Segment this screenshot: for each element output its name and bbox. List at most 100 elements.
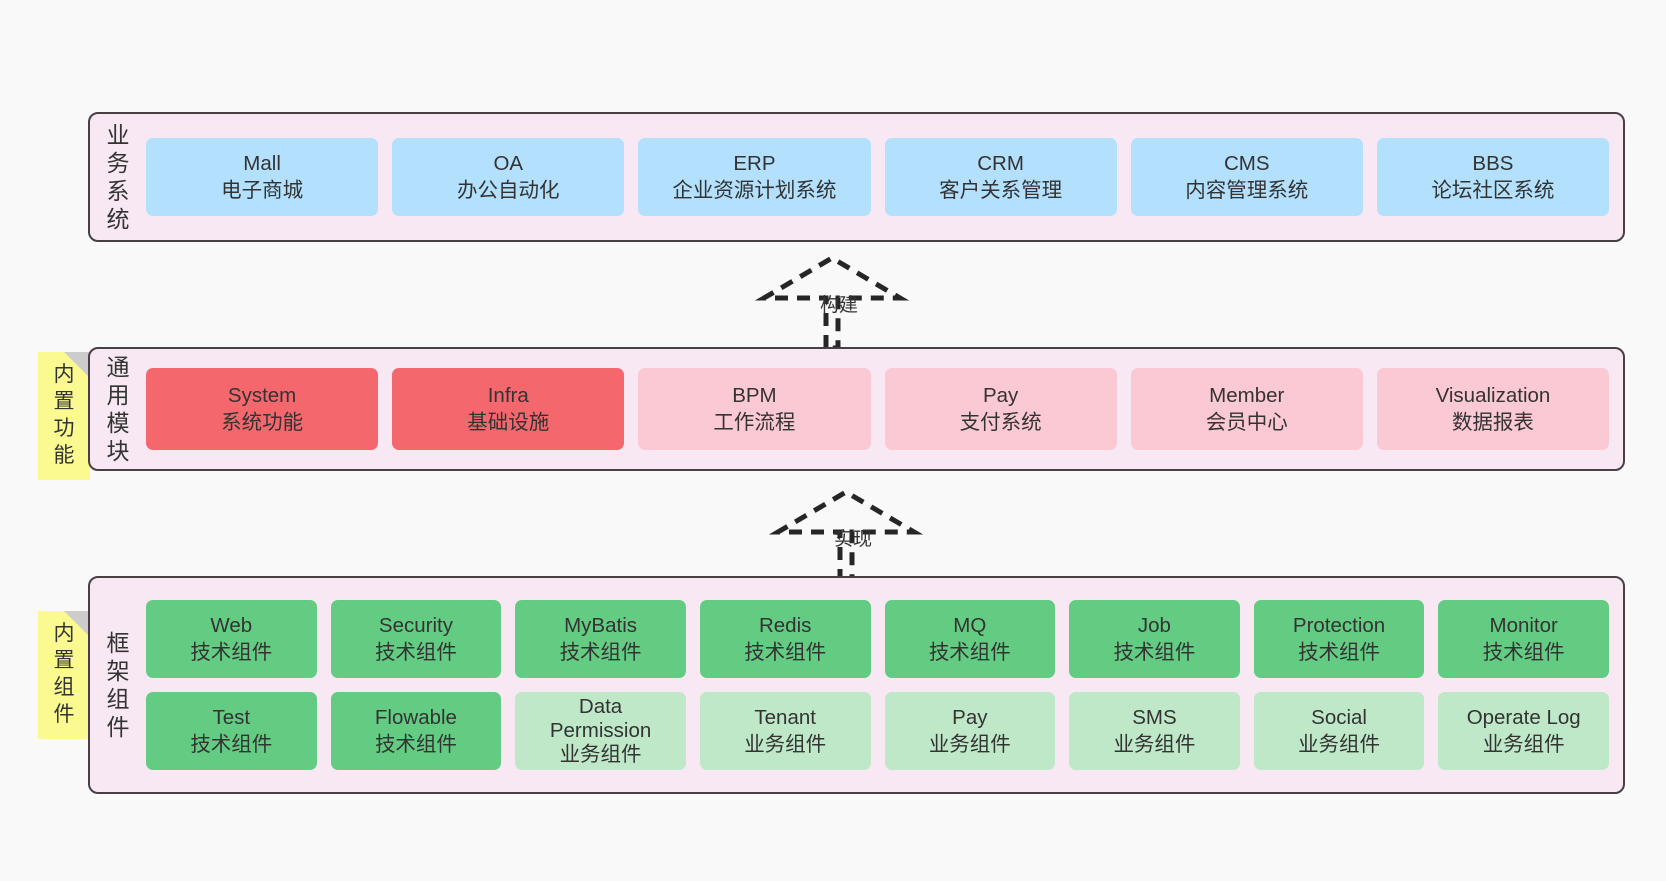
card-row: Web 技术组件 Security 技术组件 MyBatis 技术组件 Redi… (146, 600, 1609, 678)
note-char: 置 (53, 649, 75, 673)
card-title: BBS (1472, 151, 1514, 175)
note-fold-icon (64, 611, 90, 637)
card-title: Social (1311, 705, 1367, 729)
card-subtitle: 数据报表 (1451, 411, 1534, 434)
card-subtitle: 支付系统 (959, 411, 1042, 434)
card-title: Monitor (1489, 613, 1558, 637)
layer-business-system-label: 业 务 系 统 (90, 121, 146, 233)
label-char: 业 (106, 121, 130, 148)
card-subtitle: 技术组件 (374, 733, 457, 756)
layer-framework-components: 框 架 组 件 Web 技术组件 Security 技术组件 MyBatis 技… (88, 576, 1625, 794)
card-subtitle: 业务组件 (559, 743, 642, 767)
card-pay[interactable]: Pay 支付系统 (884, 368, 1117, 450)
card-security[interactable]: Security 技术组件 (330, 600, 502, 678)
card-infra[interactable]: Infra 基础设施 (392, 368, 625, 450)
card-title: Infra (487, 383, 529, 407)
card-oa[interactable]: OA 办公自动化 (392, 138, 625, 216)
card-erp[interactable]: ERP 企业资源计划系统 (638, 138, 871, 216)
card-title: Member (1209, 383, 1285, 407)
card-subtitle: 办公自动化 (457, 179, 560, 202)
note-char: 功 (53, 417, 75, 440)
card-subtitle: 会员中心 (1205, 411, 1288, 434)
card-visualization[interactable]: Visualization 数据报表 (1376, 368, 1610, 450)
card-title: OA (493, 151, 524, 175)
card-subtitle: 技术组件 (1482, 641, 1565, 664)
card-subtitle: 业务组件 (1482, 733, 1565, 756)
card-flowable[interactable]: Flowable 技术组件 (330, 692, 502, 770)
card-sms[interactable]: SMS 业务组件 (1069, 692, 1240, 770)
card-title: CMS (1223, 151, 1270, 175)
card-title: Mall (243, 151, 281, 175)
card-row: Test 技术组件 Flowable 技术组件 Data Permission … (146, 692, 1609, 770)
card-subtitle: 技术组件 (190, 641, 273, 664)
card-title: Data (578, 694, 623, 718)
note-char: 件 (53, 702, 75, 726)
card-title: CRM (977, 151, 1024, 175)
card-crm[interactable]: CRM 客户关系管理 (884, 138, 1117, 216)
label-char: 模 (106, 410, 130, 436)
card-title: Web (210, 613, 253, 637)
card-row: Mall 电子商城 OA 办公自动化 ERP 企业资源计划系统 CRM 客户关系… (146, 138, 1610, 216)
card-mybatis[interactable]: MyBatis 技术组件 (515, 600, 686, 678)
card-title: System (227, 383, 297, 407)
card-redis[interactable]: Redis 技术组件 (699, 600, 871, 678)
card-row: System 系统功能 Infra 基础设施 BPM 工作流程 Pay 支付系统… (146, 368, 1610, 450)
card-job[interactable]: Job 技术组件 (1069, 600, 1240, 678)
realize-arrow-label: 实现 (834, 529, 873, 550)
build-arrow-shape (754, 255, 910, 351)
label-char: 框 (106, 629, 130, 656)
card-monitor[interactable]: Monitor 技术组件 (1438, 600, 1609, 678)
card-social[interactable]: Social 业务组件 (1253, 692, 1425, 770)
label-char: 务 (106, 149, 130, 176)
card-member[interactable]: Member 会员中心 (1130, 368, 1363, 450)
card-mq[interactable]: MQ 技术组件 (884, 600, 1056, 678)
layer-business-system: 业 务 系 统 Mall 电子商城 OA 办公自动化 ERP 企业资源计划系统 (88, 112, 1625, 242)
card-bpm[interactable]: BPM 工作流程 (638, 368, 871, 450)
card-subtitle: 技术组件 (190, 733, 273, 756)
card-mall[interactable]: Mall 电子商城 (146, 138, 379, 216)
note-char: 置 (53, 390, 75, 414)
layer-business-system-body: Mall 电子商城 OA 办公自动化 ERP 企业资源计划系统 CRM 客户关系… (146, 114, 1623, 240)
card-pay-biz[interactable]: Pay 业务组件 (884, 692, 1056, 770)
card-data-permission[interactable]: Data Permission 业务组件 (515, 692, 686, 770)
label-char: 通 (106, 353, 130, 380)
card-web[interactable]: Web 技术组件 (146, 600, 317, 678)
card-title-cont: Permission (549, 718, 652, 742)
layer-framework-components-body: Web 技术组件 Security 技术组件 MyBatis 技术组件 Redi… (146, 578, 1623, 792)
realize-arrow: 实现 (766, 486, 926, 586)
card-test[interactable]: Test 技术组件 (146, 692, 317, 770)
card-protection[interactable]: Protection 技术组件 (1253, 600, 1425, 678)
card-subtitle: 内容管理系统 (1185, 179, 1309, 202)
builtin-component-note: 内 置 组 件 (38, 611, 90, 739)
card-subtitle: 技术组件 (1298, 641, 1381, 664)
card-title: Operate Log (1466, 705, 1581, 729)
label-char: 统 (106, 206, 130, 233)
card-subtitle: 业务组件 (744, 733, 827, 756)
card-cms[interactable]: CMS 内容管理系统 (1130, 138, 1363, 216)
card-title: Tenant (754, 705, 816, 729)
card-title: Redis (758, 613, 812, 637)
card-bbs[interactable]: BBS 论坛社区系统 (1376, 138, 1610, 216)
card-subtitle: 技术组件 (1113, 641, 1196, 664)
card-subtitle: 企业资源计划系统 (672, 179, 837, 202)
card-system[interactable]: System 系统功能 (146, 368, 379, 450)
label-char: 块 (106, 438, 130, 465)
card-subtitle: 论坛社区系统 (1431, 179, 1555, 202)
card-title: MyBatis (564, 613, 638, 637)
card-subtitle: 技术组件 (928, 641, 1011, 664)
card-tenant[interactable]: Tenant 业务组件 (699, 692, 871, 770)
layer-framework-components-label: 框 架 组 件 (90, 629, 146, 741)
note-fold-icon (64, 352, 90, 378)
card-operate-log[interactable]: Operate Log 业务组件 (1438, 692, 1609, 770)
label-char: 系 (106, 178, 130, 204)
note-char: 能 (53, 443, 75, 467)
card-subtitle: 技术组件 (374, 641, 457, 664)
label-char: 架 (106, 657, 130, 684)
card-subtitle: 业务组件 (928, 733, 1011, 756)
card-title: MQ (953, 613, 987, 637)
card-subtitle: 业务组件 (1113, 733, 1196, 756)
build-arrow: 构建 (752, 252, 912, 352)
card-title: Pay (982, 383, 1019, 407)
note-char: 组 (53, 676, 75, 699)
